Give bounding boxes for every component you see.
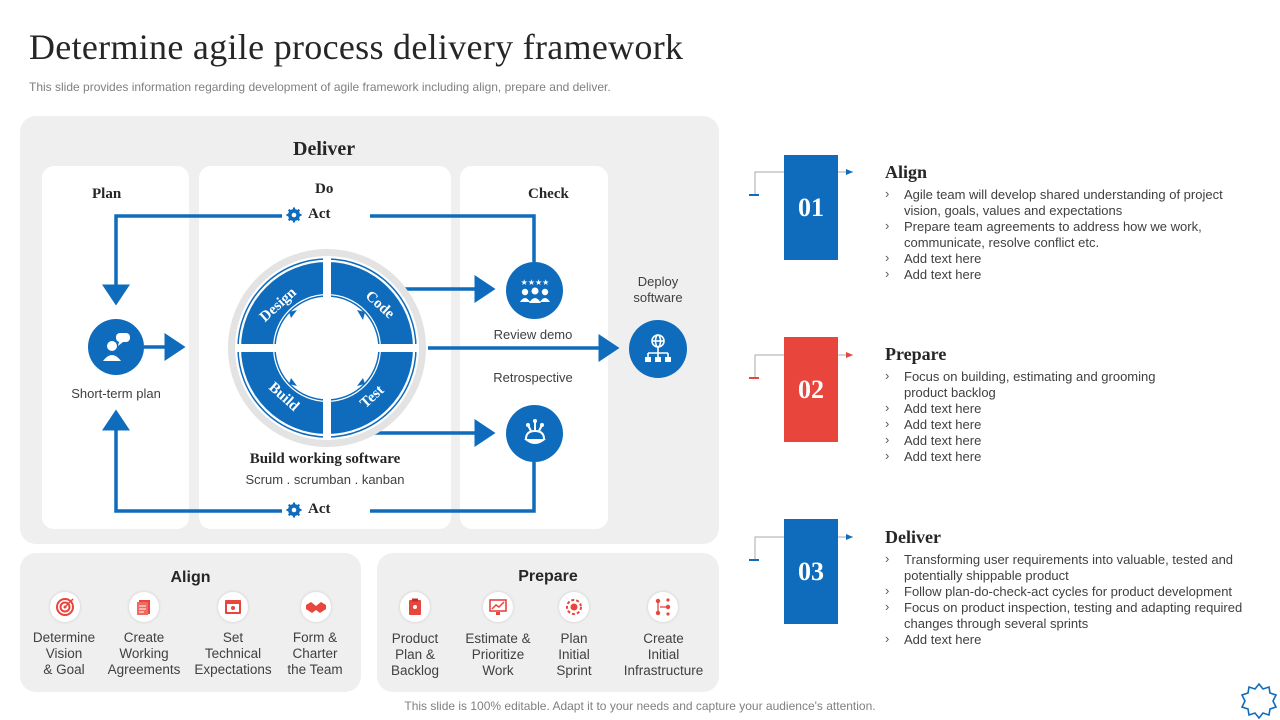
prepare-item-backlog: Product Plan & Backlog [390,631,440,678]
handshake-icon [301,592,331,622]
short-term-plan-icon [88,319,144,375]
retrospective-icon [506,405,563,462]
list-item: Add text here [885,400,1185,417]
step-title-align: Align [885,162,928,182]
prepare-item-infrastructure: Create Initial Infrastructure [623,631,704,678]
arrow-tri [289,378,297,386]
step-points-align: Agile team will develop shared understan… [885,186,1255,283]
page-subtitle: This slide provides information regardin… [29,80,611,94]
do-heading: Do [315,181,334,197]
build-software-title: Build working software [249,451,401,467]
step-title-prepare: Prepare [885,344,947,364]
step-number-03: 03 [784,519,838,624]
act-top-to-plan [102,214,282,306]
list-item: Prepare team agreements to address how w… [885,218,1255,251]
target-icon [50,592,80,622]
act-bottom-label: Act [308,501,331,517]
build-software-methods: Scrum . scrumban . kanban [245,472,405,487]
step-number-01: 01 [784,155,838,260]
prepare-panel [377,553,719,692]
act-bottom: Act [282,501,335,518]
arrow-tri [357,310,365,320]
plan-heading: Plan [92,186,122,202]
align-item-agreements: Create Working Agreements [107,630,181,677]
act-top-label: Act [308,206,331,222]
align-panel [20,553,361,692]
deploy-network-icon [629,320,687,378]
list-item: Add text here [885,266,1255,283]
list-item: Add text here [885,416,1185,433]
short-term-plan-caption: Short-term plan [71,386,161,401]
prepare-panel-title: Prepare [518,568,578,585]
align-item-charter: Form & Charter the Team [287,630,343,677]
arrow-tri [289,310,297,318]
check-heading: Check [528,186,569,202]
align-item-vision: Determine Vision & Goal [32,630,96,677]
act-top: Act [282,206,335,223]
network-icon [648,592,678,622]
review-demo-caption: Review demo [493,327,573,342]
act-bottom-line [370,462,536,513]
svg-text:★★★★: ★★★★ [520,278,549,287]
align-panel-title: Align [170,569,211,586]
list-item: Add text here [885,631,1255,648]
act-top-line [370,214,536,262]
list-item: Add text here [885,448,1185,465]
clipboard-icon [400,592,430,622]
list-item: Agile team will develop shared understan… [885,186,1255,219]
align-item-expectations: Set Technical Expectations [194,630,272,677]
step-number-02: 02 [784,337,838,442]
list-item: Focus on product inspection, testing and… [885,599,1255,632]
list-item: Transforming user requirements into valu… [885,551,1255,584]
list-item: Add text here [885,432,1185,449]
page-title: Determine agile process delivery framewo… [29,27,684,67]
monitor-chart-icon [483,592,513,622]
step-points-prepare: Focus on building, estimating and groomi… [885,368,1185,465]
prepare-item-sprint: Plan Initial Sprint [556,631,592,678]
document-icon [129,592,159,622]
gear-icon [286,502,302,517]
list-item: Focus on building, estimating and groomi… [885,368,1185,401]
retrospective-caption: Retrospective [493,370,573,385]
prepare-item-estimate: Estimate & Prioritize Work [465,631,531,678]
gear-cycle-icon [559,592,589,622]
deploy-software-caption: Deploy software [633,274,683,305]
review-demo-icon: ★★★★ [506,262,563,319]
list-item: Add text here [885,250,1255,267]
corner-gear-icon [1240,682,1278,720]
gear-icon [286,207,302,222]
page-footer: This slide is 100% editable. Adapt it to… [404,699,876,713]
step-title-deliver: Deliver [885,527,941,547]
deliver-heading: Deliver [293,138,356,160]
act-bottom-to-plan [102,409,282,513]
browser-icon [218,592,248,622]
list-item: Follow plan-do-check-act cycles for prod… [885,583,1255,600]
build-cycle-ring: Design Code Build Test [228,249,426,447]
arrow-tri [357,378,365,386]
step-points-deliver: Transforming user requirements into valu… [885,551,1255,648]
